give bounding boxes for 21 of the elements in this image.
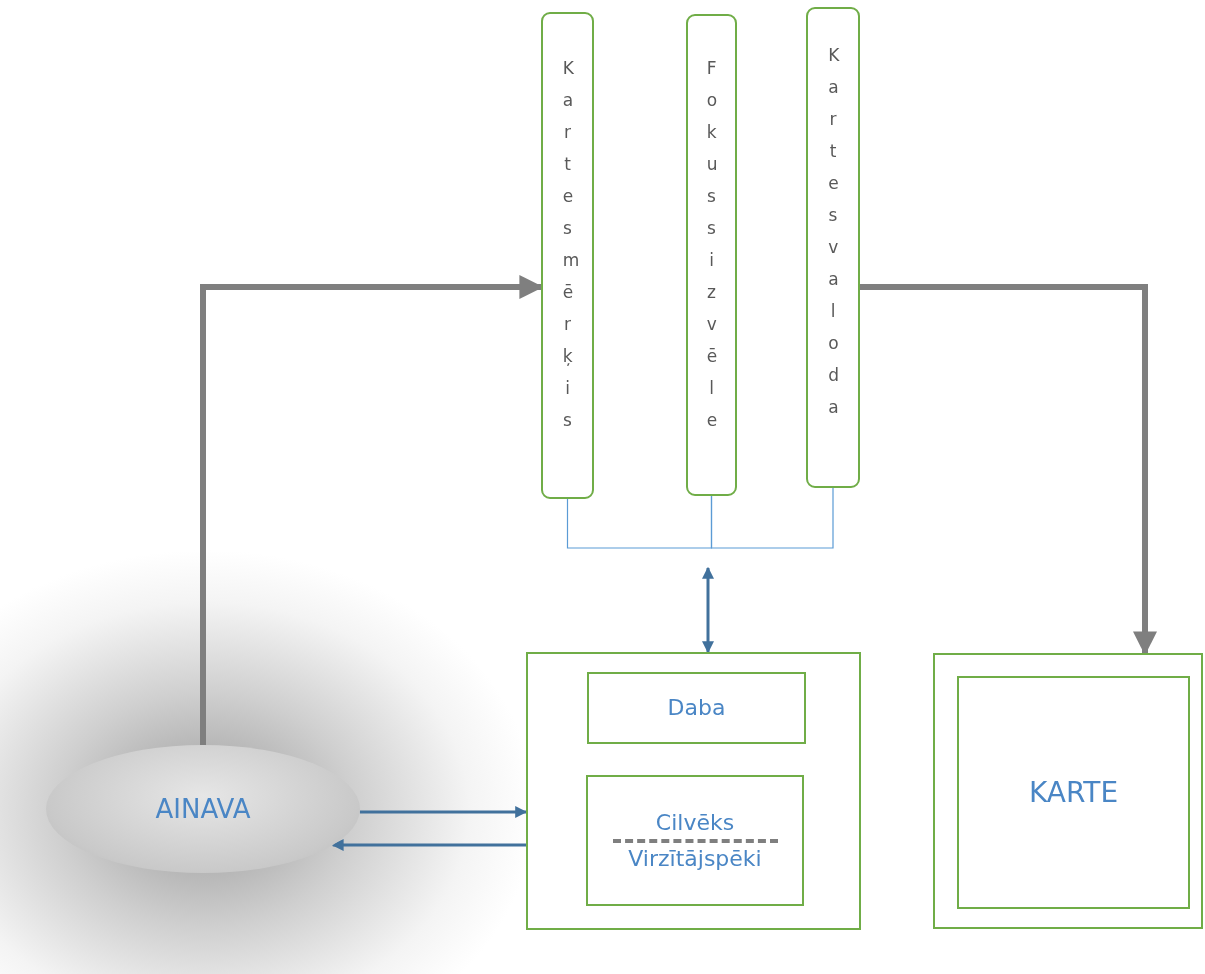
arrow xyxy=(860,284,1157,656)
arrow xyxy=(702,566,714,654)
vertical-label: Fokuss izvēle xyxy=(705,57,719,432)
node-label: AINAVA xyxy=(155,792,251,826)
node-label: Daba xyxy=(667,694,726,722)
arrow xyxy=(331,839,526,851)
vertical-label: Kartes valoda xyxy=(827,44,841,419)
process-box xyxy=(587,672,806,744)
rounded-box xyxy=(806,7,860,488)
process-box xyxy=(586,775,804,906)
node-label: KARTE xyxy=(1028,775,1119,810)
rounded-box xyxy=(541,12,594,499)
arrow xyxy=(359,806,528,818)
process-box xyxy=(957,676,1190,909)
group-box xyxy=(933,653,1203,929)
vertical-label: Kartes mērķis xyxy=(561,57,578,432)
group-box xyxy=(526,652,861,930)
connector-line xyxy=(710,487,834,549)
node-label: Virzītājspēki xyxy=(628,844,762,872)
node-label: Cilvēks xyxy=(655,809,735,837)
rounded-box xyxy=(686,14,737,496)
